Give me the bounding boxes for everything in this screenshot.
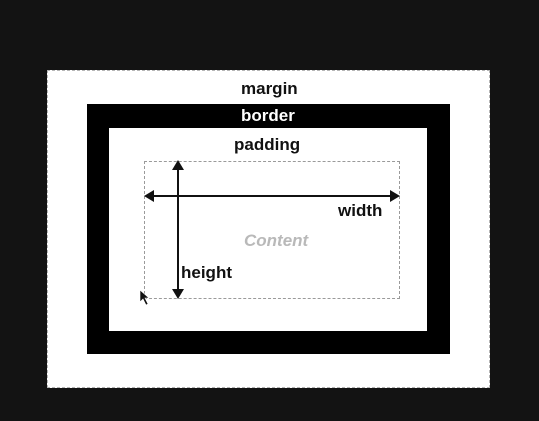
content-label: Content xyxy=(244,231,309,250)
margin-label: margin xyxy=(241,79,298,98)
padding-label: padding xyxy=(234,135,301,154)
border-label: border xyxy=(241,106,295,125)
width-label: width xyxy=(338,201,383,220)
content-area xyxy=(144,161,400,299)
height-label: height xyxy=(181,263,232,282)
width-arrow-left-head xyxy=(144,190,154,202)
mouse-cursor-icon xyxy=(139,289,150,306)
width-arrow-right-head xyxy=(390,190,400,202)
height-arrow-bottom-head xyxy=(172,289,184,299)
height-arrow-top-head xyxy=(172,160,184,170)
